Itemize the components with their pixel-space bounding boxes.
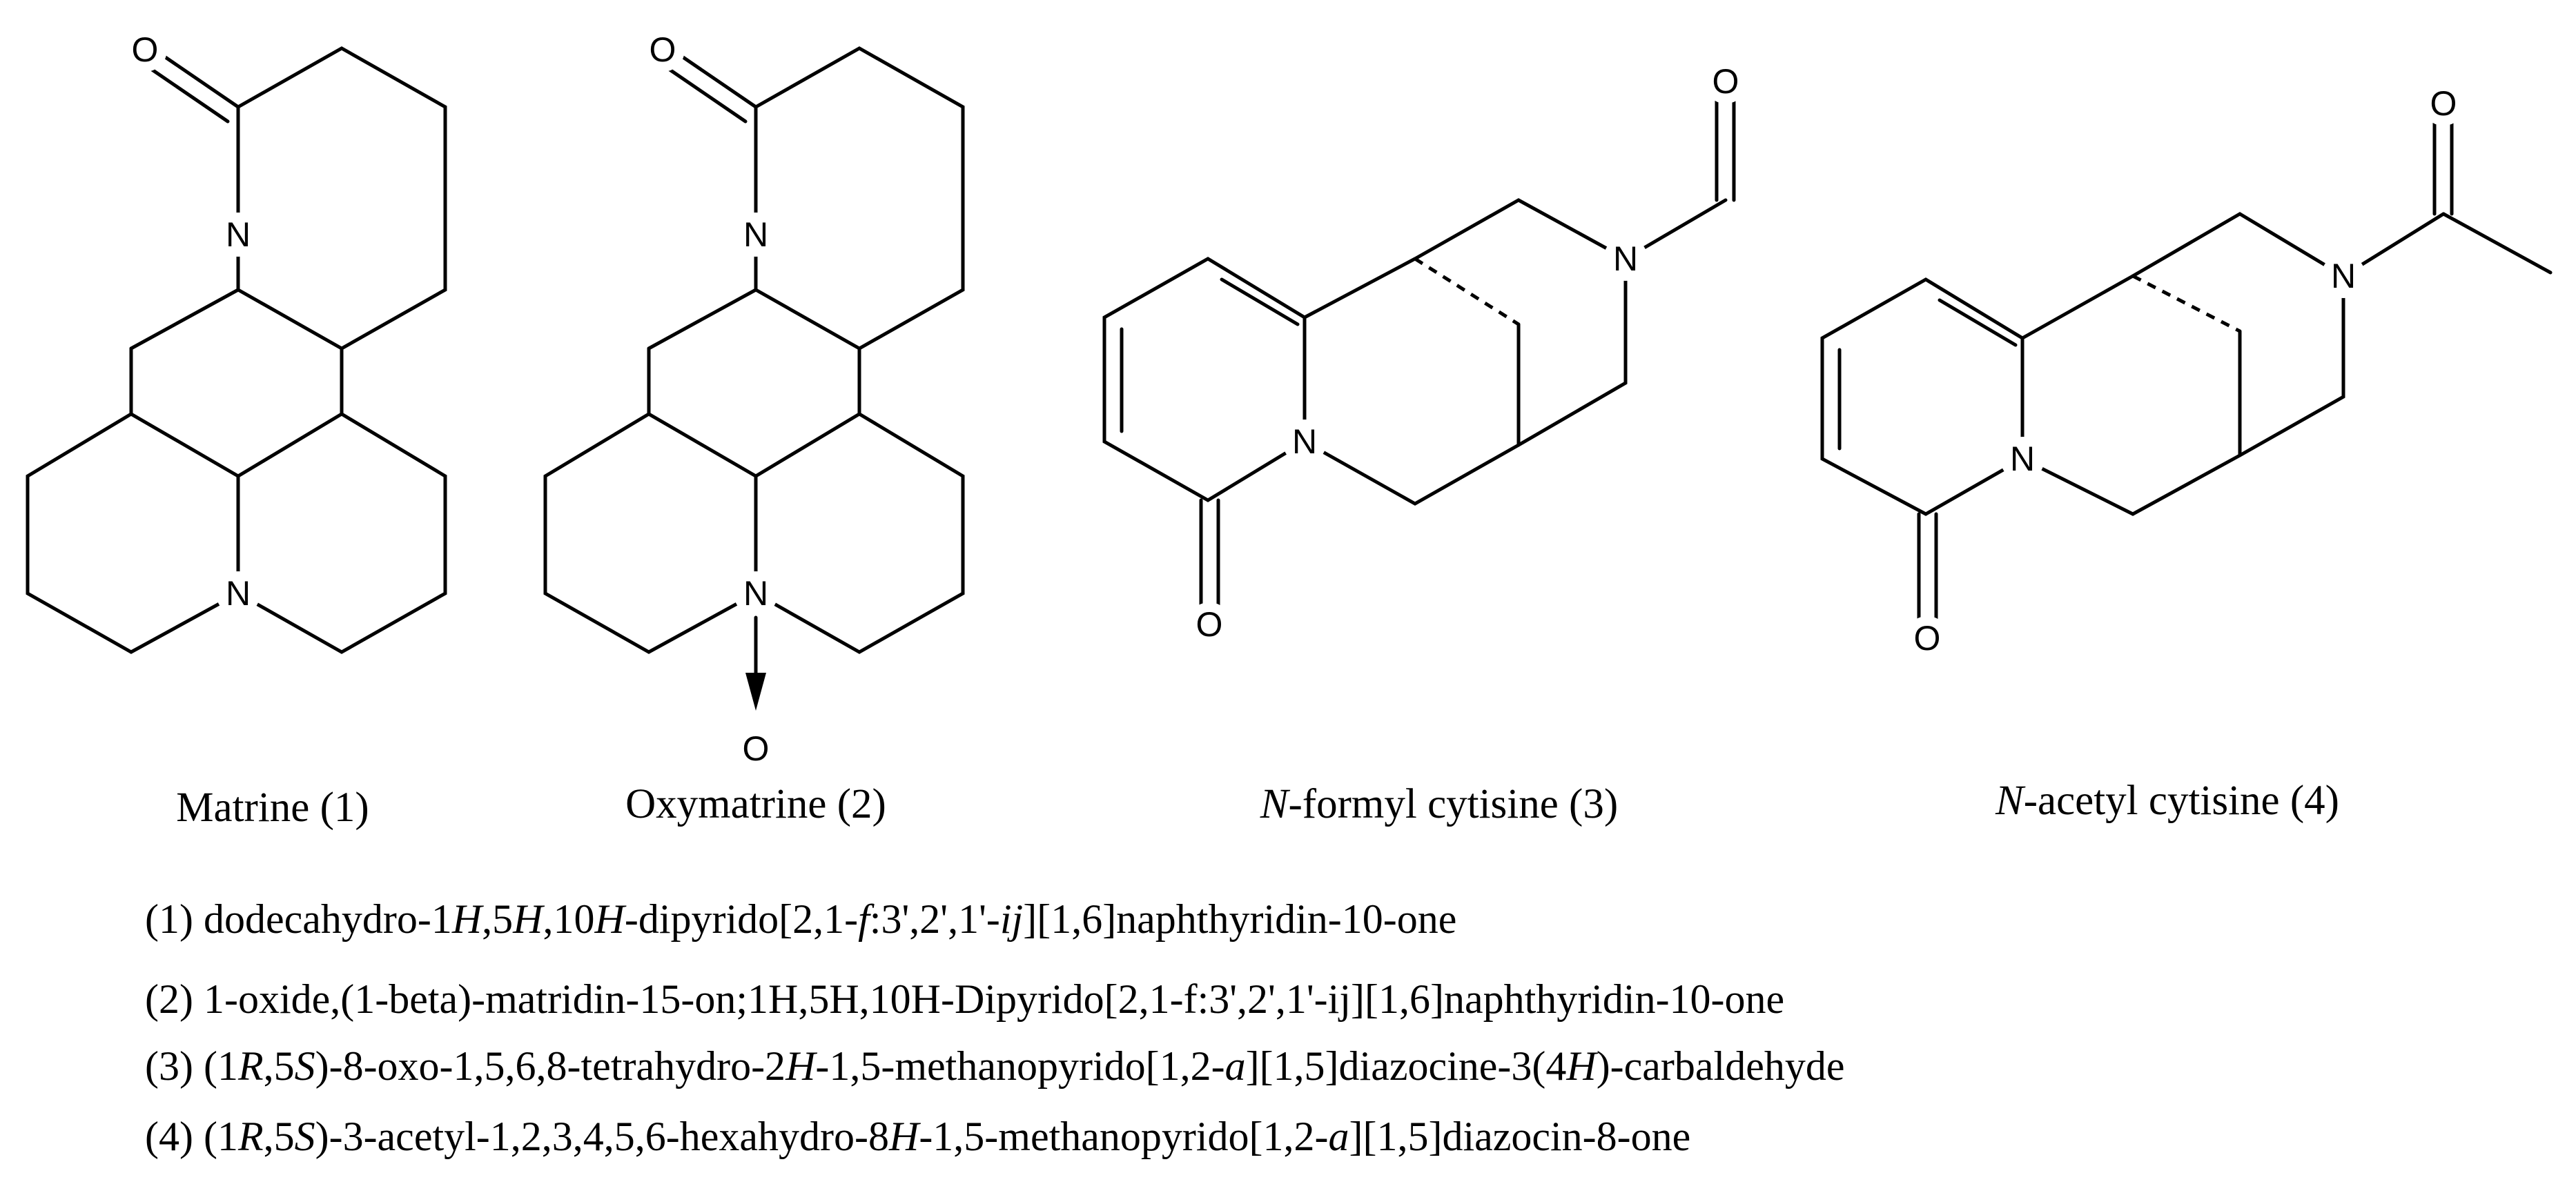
iupac-segment: (2) 1-oxide,(1-beta)-matridin-15-on;1H,5… — [145, 976, 1785, 1022]
nitrogen-label: N — [1613, 239, 1638, 278]
caption-n-formyl-cytisine: N-formyl cytisine (3) — [1260, 781, 1618, 827]
iupac-segment: -1,5-methanopyrido[1,2- — [919, 1114, 1329, 1159]
iupac-segment: H — [786, 1043, 816, 1089]
oxygen-label: O — [2430, 84, 2457, 123]
oxygen-label: O — [1713, 62, 1739, 101]
iupac-name-3: (3) (1R,5S)-8-oxo-1,5,6,8-tetrahydro-2H-… — [145, 1045, 1844, 1087]
iupac-segment: f — [858, 896, 870, 942]
caption-matrine: Matrine (1) — [176, 785, 369, 831]
nitrogen-label: N — [743, 215, 768, 254]
iupac-segment: H — [513, 896, 543, 942]
iupac-segment: a — [1224, 1043, 1246, 1089]
oxygen-label: O — [132, 30, 159, 69]
iupac-segment: (3) (1 — [145, 1043, 238, 1089]
iupac-segment: (1) dodecahydro-1 — [145, 896, 452, 942]
iupac-segment: ,5 — [263, 1114, 295, 1159]
oxygen-label: O — [1914, 619, 1941, 658]
iupac-segment: R — [237, 1043, 264, 1089]
iupac-segment: )-8-oxo-1,5,6,8-tetrahydro-2 — [315, 1043, 786, 1089]
nitrogen-label: N — [226, 215, 251, 254]
oxygen-label: O — [1196, 605, 1223, 644]
iupac-name-4: (4) (1R,5S)-3-acetyl-1,2,3,4,5,6-hexahyd… — [145, 1116, 1690, 1157]
iupac-segment: )-carbaldehyde — [1596, 1043, 1845, 1089]
n-formyl-cytisine-structure: N N O O — [1102, 59, 1748, 647]
nitrogen-label: N — [226, 574, 251, 613]
nitrogen-label: N — [743, 574, 768, 613]
iupac-segment: ,5 — [482, 896, 514, 942]
iupac-name-2: (2) 1-oxide,(1-beta)-matridin-15-on;1H,5… — [145, 978, 1784, 1020]
iupac-segment: ][1,5]diazocine-3(4 — [1245, 1043, 1567, 1089]
iupac-segment: ][1,6]naphthyridin-10-one — [1023, 896, 1457, 942]
nitrogen-label: N — [2010, 440, 2035, 478]
nitrogen-label: N — [1292, 422, 1317, 461]
iupac-segment: H — [888, 1114, 919, 1159]
iupac-segment: ,10 — [543, 896, 595, 942]
iupac-segment: )-3-acetyl-1,2,3,4,5,6-hexahydro-8 — [315, 1114, 889, 1159]
iupac-name-1: (1) dodecahydro-1H,5H,10H-dipyrido[2,1-f… — [145, 898, 1456, 940]
iupac-segment: H — [594, 896, 625, 942]
iupac-segment: H — [1566, 1043, 1597, 1089]
matrine-structure: O N N — [26, 28, 447, 654]
n-acetyl-cytisine-structure: N N O O — [1820, 81, 2553, 660]
iupac-segment: :3',2',1'- — [869, 896, 1000, 942]
arrow-head — [745, 673, 766, 711]
oxymatrine-structure: O N N O — [543, 28, 965, 768]
iupac-segment: ][1,5]diazocin-8-one — [1349, 1114, 1691, 1159]
iupac-segment: -1,5-methanopyrido[1,2- — [815, 1043, 1225, 1089]
n-oxide-oxygen-label: O — [743, 729, 770, 768]
iupac-segment: -dipyrido[2,1- — [624, 896, 859, 942]
iupac-segment: a — [1328, 1114, 1349, 1159]
iupac-segment: ij — [999, 896, 1024, 942]
oxygen-label: O — [650, 30, 676, 69]
caption-oxymatrine: Oxymatrine (2) — [625, 781, 886, 827]
iupac-segment: ,5 — [263, 1043, 295, 1089]
iupac-segment: S — [294, 1114, 315, 1159]
iupac-segment: H — [451, 896, 482, 942]
iupac-segment: R — [237, 1114, 264, 1159]
iupac-segment: (4) (1 — [145, 1114, 238, 1159]
iupac-segment: S — [294, 1043, 315, 1089]
nitrogen-label: N — [2331, 257, 2356, 295]
caption-n-acetyl-cytisine: N-acetyl cytisine (4) — [1995, 778, 2339, 824]
